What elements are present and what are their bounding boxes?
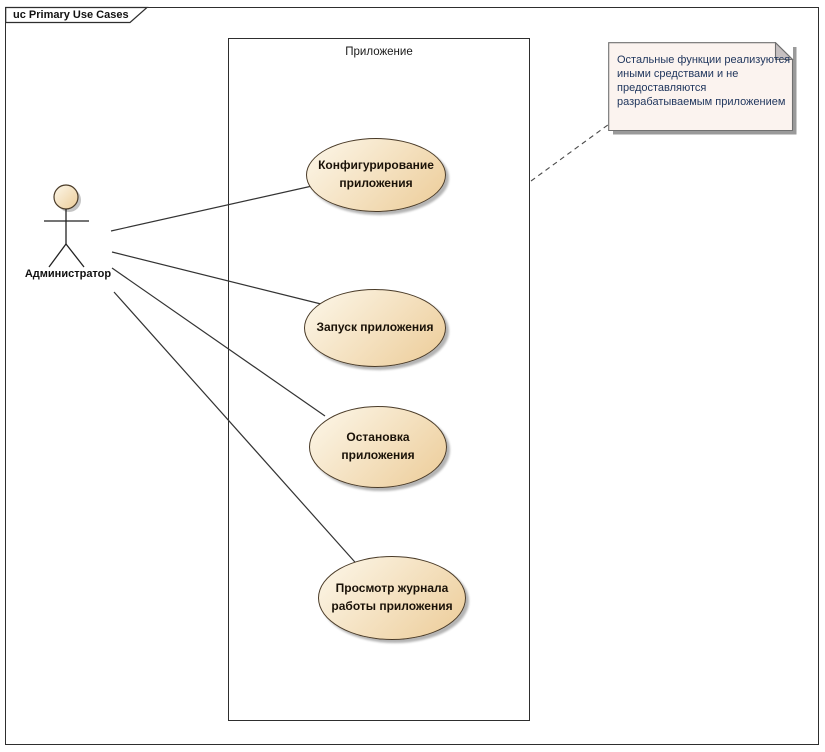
note-body [608, 42, 794, 132]
note-shape [608, 42, 797, 135]
usecase-label: Остановка приложения [341, 430, 415, 462]
frame-tab[interactable] [5, 6, 149, 24]
note-shadow-right [793, 47, 797, 134]
association-admin-stop[interactable] [111, 267, 326, 417]
usecase-label: Запуск приложения [316, 320, 434, 334]
diagram-frame [5, 7, 819, 745]
note-fold-corner [774, 42, 794, 61]
usecase-stop-application[interactable]: Остановка приложения [309, 406, 447, 488]
usecase-configure-application[interactable]: Конфигурирование приложения [306, 138, 446, 212]
system-boundary-label: Приложение [345, 46, 413, 58]
association-admin-viewlog[interactable] [113, 291, 363, 571]
usecase-label: Конфигурирование приложения [318, 158, 434, 190]
usecase-view-application-log[interactable]: Просмотр журнала работы приложения [318, 556, 466, 640]
actor-right-leg [65, 243, 85, 268]
actor-label: Администратор [24, 268, 112, 280]
note-text: Остальные функции реализуются иными сред… [617, 54, 791, 108]
frame-title: uc Primary Use Cases [13, 9, 129, 21]
association-admin-configure[interactable] [110, 181, 331, 232]
usecase-start-application[interactable]: Запуск приложения [304, 289, 446, 367]
note-link[interactable] [530, 118, 617, 182]
association-admin-start[interactable] [111, 251, 326, 306]
actor-administrator[interactable] [44, 184, 89, 268]
note-shadow-bottom [613, 131, 797, 135]
note[interactable]: Остальные функции реализуются иными сред… [608, 42, 800, 138]
actor-left-leg [48, 243, 67, 268]
actor-head [53, 184, 79, 210]
usecase-label: Просмотр журнала работы приложения [331, 581, 453, 613]
